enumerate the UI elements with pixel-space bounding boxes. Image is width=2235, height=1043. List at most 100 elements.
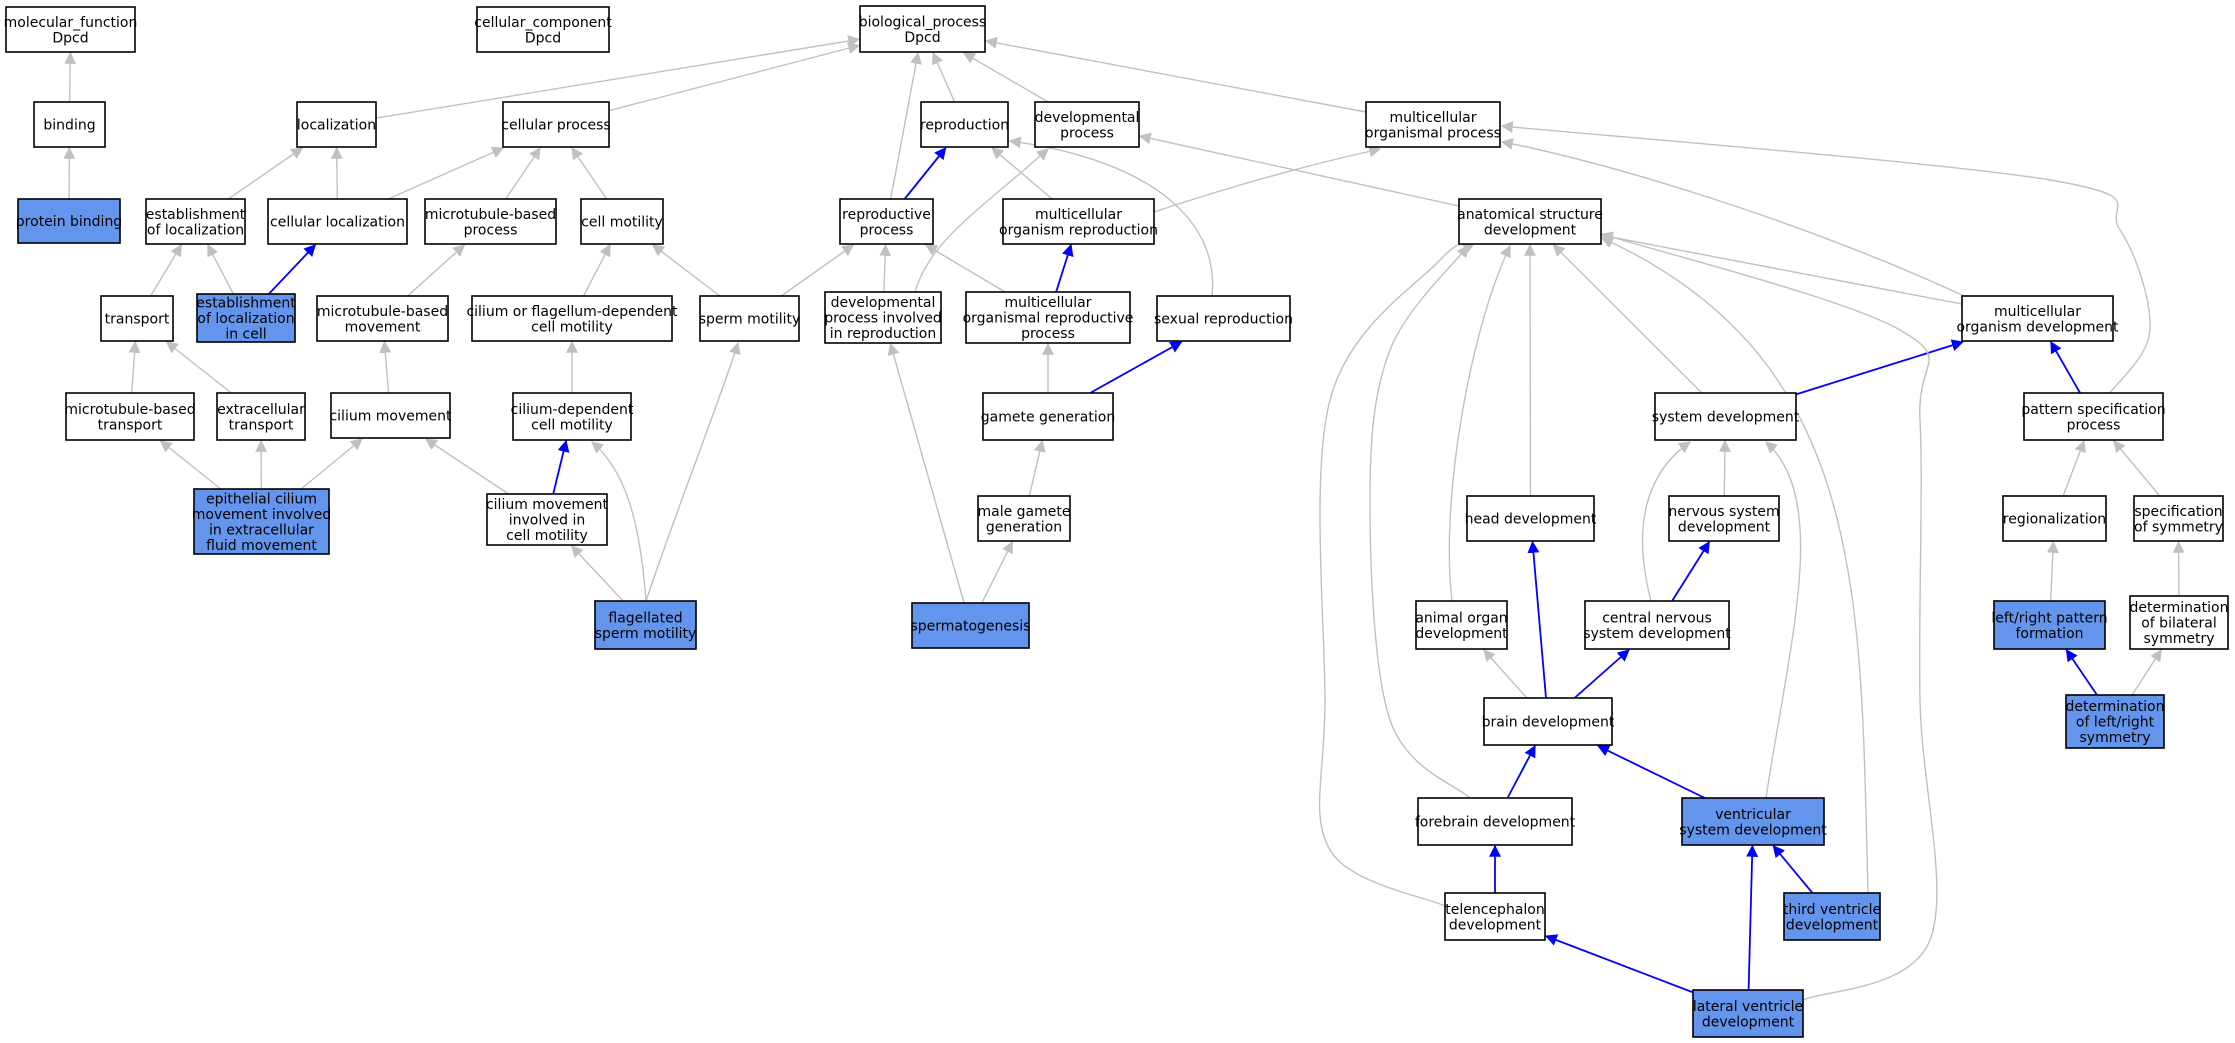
term-node-cilium-movement[interactable]: cilium movement: [329, 392, 452, 439]
term-label-line: formation: [2015, 626, 2083, 642]
term-label-line: microtubule-based: [317, 304, 448, 320]
term-label-line: determination: [2130, 600, 2229, 616]
term-box: [594, 600, 697, 650]
term-label-line: establishment: [196, 296, 296, 312]
term-label-line: epithelial cilium: [206, 491, 317, 507]
term-node-brain-development[interactable]: brain development: [1482, 697, 1615, 746]
term-node-sexual-reproduction[interactable]: sexual reproduction: [1154, 295, 1293, 342]
term-box: [1458, 198, 1602, 245]
term-box: [839, 198, 934, 245]
term-node-localization[interactable]: localization: [296, 101, 377, 148]
term-label-line: process: [2067, 417, 2121, 433]
term-label-line: development: [1702, 1014, 1795, 1030]
term-label-line: head development: [1465, 512, 1597, 528]
term-box: [316, 295, 449, 342]
term-node-sperm-motility[interactable]: sperm motility: [699, 295, 801, 342]
edge-left-right-pattern-formation-to-regionalization: [2046, 540, 2059, 602]
edge-multicellular-organismal-reproductive-process-to-reproductive-process: [924, 244, 1006, 293]
term-node-head-development[interactable]: head development: [1465, 495, 1597, 542]
term-label-line: multicellular: [1994, 304, 2081, 320]
edge-regionalization-to-pattern-specification-process: [2062, 439, 2086, 497]
edge-flagellated-sperm-motility-to-sperm-motility: [645, 341, 741, 602]
term-label-line: pattern specification: [2021, 402, 2165, 418]
edge-lateral-ventricle-development-to-ventricular-system-development: [1746, 844, 1759, 991]
edge-multicellular-organism-development-to-multicellular-organismal-process: [1500, 138, 1965, 297]
term-node-gamete-generation[interactable]: gamete generation: [981, 392, 1115, 441]
term-box: [1466, 495, 1595, 542]
edge-third-ventricle-development-to-ventricular-system-development: [1772, 845, 1814, 894]
term-node-cellular-process[interactable]: cellular process: [501, 101, 611, 148]
edge-extracellular-transport-to-transport: [165, 341, 232, 394]
term-node-regionalization[interactable]: regionalization: [2002, 495, 2107, 542]
edge-reproduction-to-biological-process: [931, 51, 956, 103]
term-label-line: organism reproduction: [999, 222, 1158, 238]
term-node-binding[interactable]: binding: [33, 101, 106, 148]
term-node-system-development[interactable]: system development: [1652, 392, 1800, 441]
edge-male-gamete-generation-to-gamete-generation: [1028, 439, 1046, 497]
edge-brain-development-to-head-development: [1527, 540, 1547, 699]
term-label-line: organism development: [1956, 319, 2119, 335]
term-label-line: establishment: [146, 207, 246, 223]
edge-sperm-motility-to-reproductive-process: [780, 244, 855, 297]
edge-sperm-motility-to-cell-motility: [651, 244, 721, 297]
edge-reproductive-process-to-biological-process: [890, 51, 922, 200]
term-box: [2065, 694, 2165, 749]
term-node-forebrain-development[interactable]: forebrain development: [1415, 797, 1576, 846]
term-label-line: third ventricle: [1783, 902, 1881, 918]
term-label-line: process: [1060, 125, 1114, 141]
edge-brain-development-to-central-nervous-system-development: [1573, 649, 1630, 699]
term-label-line: generation: [986, 519, 1062, 535]
term-label-line: development: [1678, 519, 1771, 535]
term-box: [1692, 989, 1804, 1038]
term-label-line: forebrain development: [1415, 815, 1576, 831]
edge-cellular-localization-to-cellular-process: [387, 146, 505, 200]
term-node-reproduction[interactable]: reproduction: [920, 101, 1009, 148]
term-label-line: of left/right: [2076, 715, 2155, 731]
term-node-protein-binding[interactable]: protein binding: [16, 198, 122, 244]
term-node-spermatogenesis[interactable]: spermatogenesis: [910, 602, 1031, 649]
term-node-transport[interactable]: transport: [100, 295, 174, 342]
term-box: [920, 101, 1009, 148]
term-box: [1783, 892, 1881, 941]
term-label-line: cellular localization: [270, 215, 405, 231]
term-box: [5, 6, 136, 53]
term-label-line: involved in: [509, 513, 586, 529]
term-node-cell-motility[interactable]: cell motility: [580, 198, 664, 245]
term-node-cellular-localization[interactable]: cellular localization: [267, 198, 408, 245]
